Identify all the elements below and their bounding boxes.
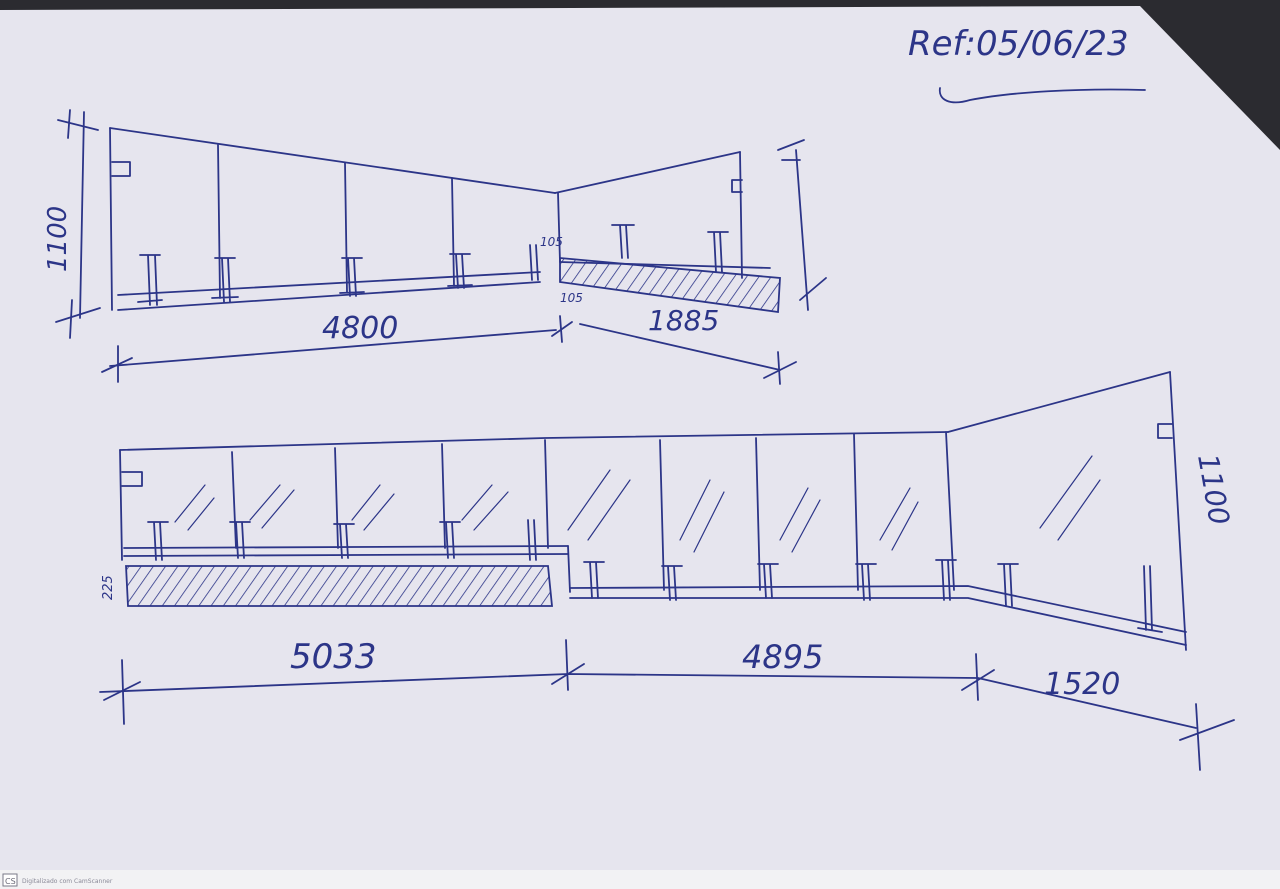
top-span-tick-right [763,351,797,385]
top-divider-2 [344,162,348,293]
ref-code-text: Ref:05/06/23 [908,24,1129,64]
bottom-left-edge [119,449,123,561]
bottom-lower-base-bottom [569,597,1187,646]
top-bracket-left [111,161,131,177]
top-divider-1 [217,144,221,299]
bottom-hatched-slab [125,565,553,607]
post-6 [611,224,635,259]
top-height-tick-top [57,109,99,139]
top-height-label: 1100 [43,206,73,272]
bottom-divider-3 [441,443,446,549]
bottom-top-rail-slope [947,371,1171,433]
top-span-line-left [109,329,557,367]
paper-sheet [0,6,1280,870]
bottom-raised-base-top [123,545,569,549]
top-base-lower [117,281,541,311]
bottom-lower-base-top [569,585,1187,633]
bottom-span-tick-mid2 [961,653,995,701]
top-posts [137,224,729,306]
top-rail-right [554,151,741,194]
top-right-edge [739,151,743,279]
top-right-tick-top [777,139,805,161]
post-5 [529,244,539,281]
top-elevation-sketch: 1100 105 105 4800 1885 [43,109,827,385]
bottom-divider-5 [659,439,665,591]
top-span-tick-left [101,345,133,383]
top-offset-label-bottom: 105 [560,291,583,305]
reference-header: Ref:05/06/23 [908,24,1146,104]
bottom-bracket-left [121,471,143,487]
camscanner-caption: Digitalizado com CamScanner [22,878,113,885]
bottom-divider-4 [544,439,549,549]
bottom-divider-1 [231,451,237,549]
top-span-right-label: 1885 [648,304,719,337]
top-height-tick-bottom [55,299,101,339]
top-span-left-label: 4800 [322,311,398,346]
top-divider-3 [451,177,455,287]
top-left-edge [109,127,113,311]
top-corner-post [557,192,561,263]
post-4 [447,253,473,289]
top-right-height-dim [795,149,809,311]
top-span-tick-mid [551,315,573,343]
bottom-span-middle-label: 4895 [742,638,823,676]
post-2 [211,257,239,303]
top-base-upper [117,271,541,296]
bottom-span-line [99,673,1197,729]
glass-reflections [174,455,1101,553]
top-offset-label-top: 105 [540,235,563,249]
bottom-raised-base-line [123,553,569,557]
bottom-span-right-label: 1520 [1044,667,1120,702]
top-bracket-right [731,179,743,193]
top-span-line-right [579,323,781,371]
scanner-watermark: CS Digitalizado com CamScanner [2,873,113,887]
top-rail-left [109,127,556,194]
scanner-footer-strip [0,870,1280,889]
bottom-bracket-right [1157,423,1173,439]
post-7 [707,231,729,273]
bottom-span-tick-left [103,659,141,725]
bottom-posts [147,519,1163,633]
top-right-tick-bottom [799,277,827,301]
bottom-elevation-sketch: 225 1100 5033 4895 1520 [99,371,1236,771]
bottom-top-rail [119,431,949,451]
top-hatched-step [559,257,781,314]
bottom-divider-2 [334,447,339,549]
post-1 [137,254,163,306]
bottom-divider-8 [945,431,955,591]
bottom-right-edge [1169,371,1187,651]
top-step-rail [559,261,771,269]
bottom-span-tick-right [1179,703,1235,771]
top-height-dim-line [79,111,85,319]
bottom-step-riser [567,545,571,593]
camscanner-logo-text: CS [5,877,16,886]
ref-underline [938,87,1146,104]
camscanner-logo [2,873,18,887]
bottom-span-tick-mid1 [551,639,585,691]
bottom-step-label: 225 [101,575,116,600]
post-3 [339,257,365,297]
bottom-span-left-label: 5033 [290,637,377,677]
